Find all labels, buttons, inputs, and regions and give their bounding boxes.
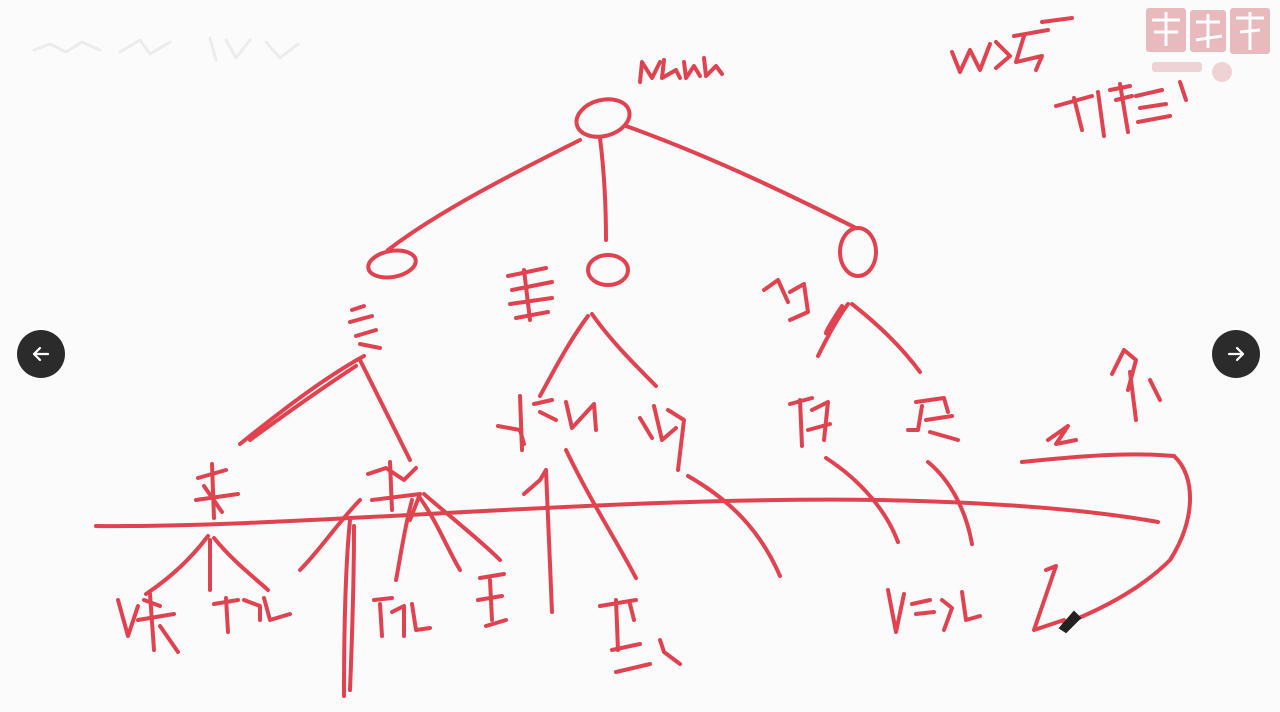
edge-left-a2 <box>248 364 358 442</box>
edge-middle-gc-1 <box>522 468 554 614</box>
edge-gc-1 <box>144 534 210 596</box>
node-left <box>366 248 418 280</box>
arrow-right-icon <box>1227 346 1245 362</box>
edge-gc-9 <box>422 492 502 562</box>
node-right <box>838 226 878 278</box>
edge-right-gc-2 <box>926 460 974 546</box>
left-child-label-2 <box>366 460 422 522</box>
gc-label-4 <box>476 572 508 628</box>
far-right-label <box>1046 348 1162 446</box>
top-right-annotation-2 <box>1054 80 1188 138</box>
edge-gc-6 <box>348 524 356 692</box>
middle-child-label-1 <box>496 394 598 452</box>
node-right-label-scribble <box>762 278 810 322</box>
next-button[interactable] <box>1212 330 1260 378</box>
arrow-left-icon <box>32 346 50 362</box>
edge-gc-8 <box>418 496 462 572</box>
edge-root-left <box>386 138 582 252</box>
watermark-logo <box>1146 8 1270 82</box>
root-label-scribble <box>638 56 724 84</box>
node-middle <box>586 253 630 287</box>
ink-group <box>94 16 1192 698</box>
prev-button[interactable] <box>17 330 65 378</box>
right-gc-label <box>886 588 982 634</box>
edge-root-right <box>624 124 858 230</box>
gc-label-2 <box>212 596 292 634</box>
edge-gc-3 <box>212 536 270 592</box>
root-node <box>574 97 632 139</box>
edge-gc-4 <box>298 498 362 572</box>
horizontal-baseline <box>94 497 1160 529</box>
edge-right-a <box>816 302 850 358</box>
node-left-label-scribble <box>348 304 382 350</box>
edge-gc-5 <box>342 518 352 698</box>
far-right-end-mark <box>1032 564 1066 632</box>
edge-left-a <box>238 354 366 446</box>
edge-gc-7 <box>394 498 414 582</box>
far-right-curve <box>1062 454 1192 626</box>
edge-middle-b <box>590 312 658 388</box>
far-right-underline <box>1020 452 1176 464</box>
left-child-label-1 <box>194 462 240 520</box>
edge-right-gc-1 <box>824 456 900 544</box>
edge-right-b <box>850 302 922 374</box>
right-child-label-1 <box>788 396 832 448</box>
faded-header-scribble <box>32 36 300 62</box>
gc-label-1 <box>116 592 180 654</box>
middle-child-label-2 <box>638 404 686 472</box>
pen-cursor-icon <box>1058 610 1082 634</box>
edge-right-a2 <box>823 304 844 336</box>
edge-middle-a <box>538 314 590 398</box>
gc-label-3 <box>372 596 432 638</box>
right-child-label-2 <box>906 396 960 442</box>
middle-gc-label <box>598 598 682 674</box>
top-right-annotation-1 <box>950 16 1074 74</box>
edge-left-b <box>358 358 412 462</box>
node-middle-label-scribble <box>506 266 554 322</box>
edge-middle-gc-3 <box>686 474 782 578</box>
edge-middle-gc-2 <box>564 448 638 580</box>
edge-root-middle <box>598 136 608 242</box>
